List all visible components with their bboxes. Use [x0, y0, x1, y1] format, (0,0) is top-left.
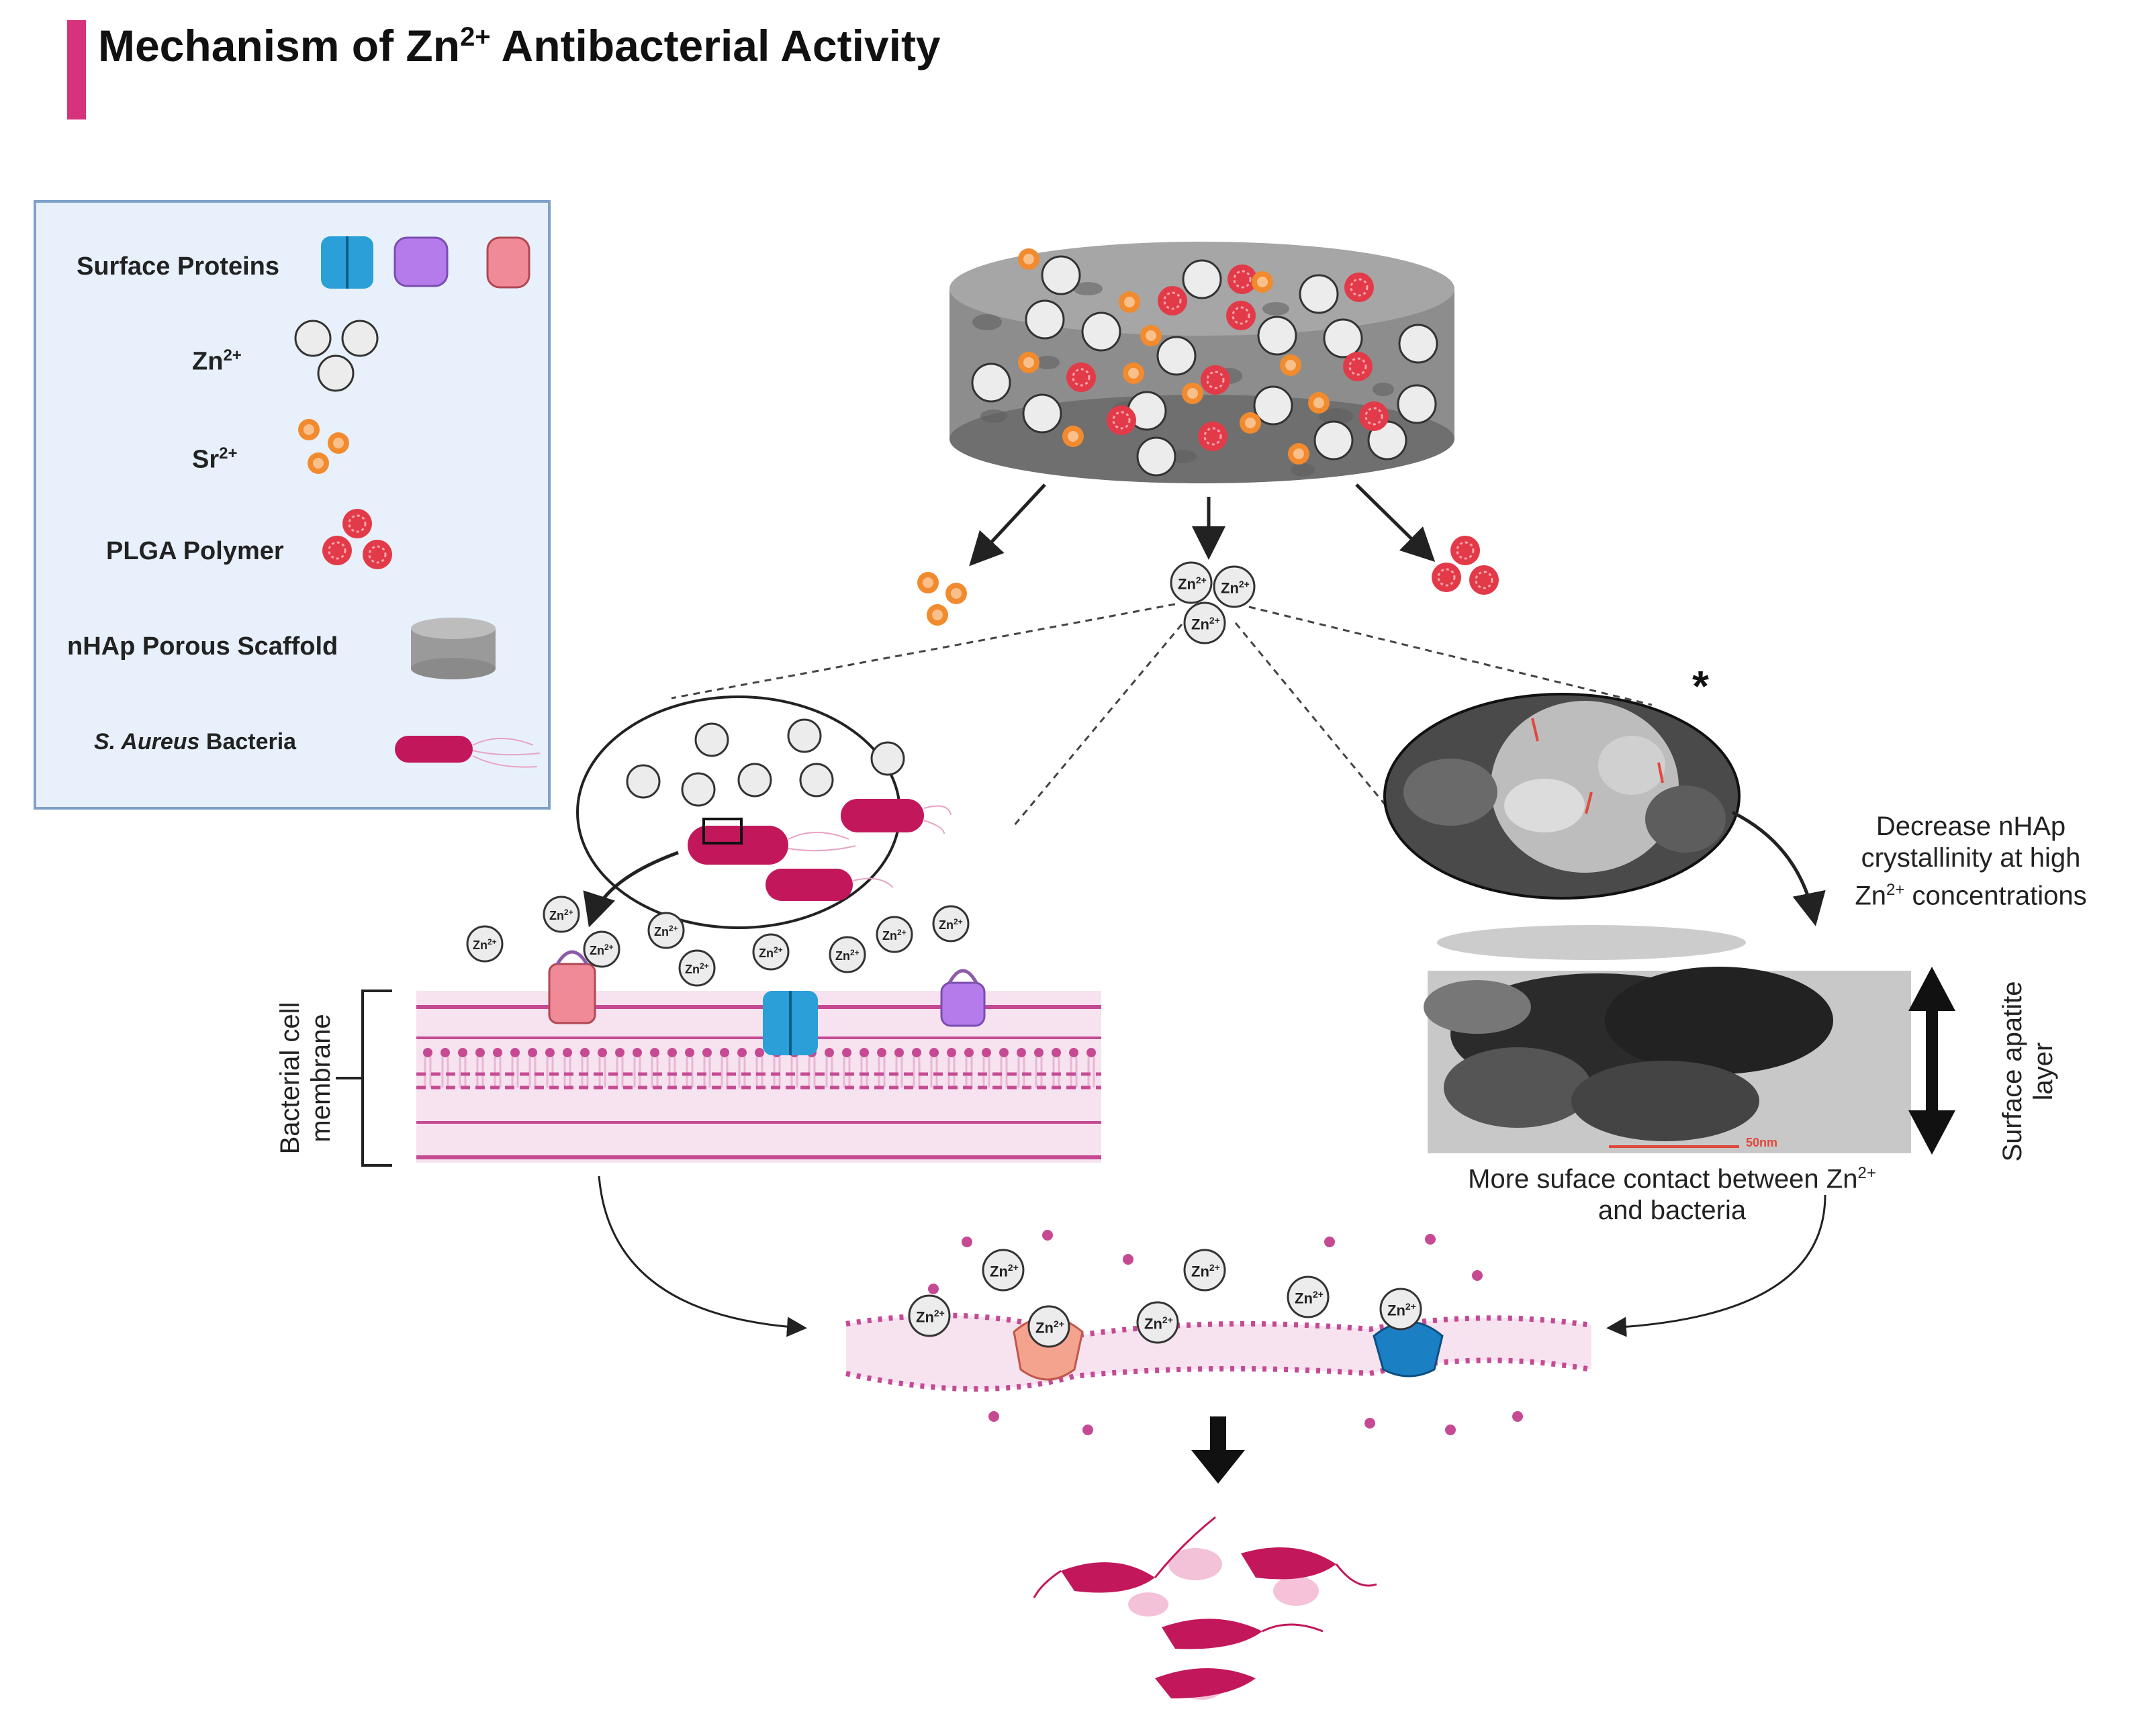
tem-shadow — [1437, 925, 1746, 960]
bacterial-membrane — [416, 991, 1101, 1163]
membrane-label: Bacterial cell membrane — [275, 977, 336, 1179]
legend-icons — [294, 236, 541, 768]
apatite-label-line-2: layer — [2029, 1042, 2058, 1101]
legend-zn-text: Zn — [192, 347, 224, 376]
dashed-guides — [671, 603, 1653, 826]
released-plga — [1430, 534, 1500, 596]
legend-bacterium-icon — [395, 736, 541, 768]
crystallinity-line-2: crystallinity at high — [1861, 843, 2081, 873]
crystallinity-line-3: Zn2+ concentrations — [1813, 874, 2129, 912]
released-zn-ions — [1170, 561, 1256, 644]
membrane-zn-ions — [466, 896, 970, 987]
dead-bacteria — [1033, 1516, 1377, 1700]
arrow-sem-to-tem — [1731, 810, 1826, 926]
down-arrow — [1191, 1416, 1245, 1484]
legend-label-surface-proteins: Surface Proteins — [77, 252, 279, 281]
arrow-ellipse-to-membrane — [583, 851, 679, 928]
crystallinity-tail: concentrations — [1904, 881, 2087, 911]
title-superscript: 2+ — [460, 22, 491, 52]
legend-label-nhap: nHAp Porous Scaffold — [67, 632, 338, 661]
released-sr-ions — [917, 572, 967, 626]
legend-zn-icon — [294, 320, 379, 392]
crystallinity-line-1: Decrease nHAp — [1875, 812, 2066, 841]
legend-label-zn: Zn2+ — [192, 346, 242, 377]
diagram-title: Mechanism of Zn2+ Antibacterial Activity — [98, 20, 941, 71]
legend-bacteria-word: Bacteria — [199, 729, 297, 755]
membrane-label-line-1: Bacterial cell — [275, 1002, 305, 1155]
bottom-zn-ions — [908, 1249, 1422, 1348]
title-accent-bar — [67, 20, 86, 119]
contact-caption: More suface contact between Zn2+ and bac… — [1417, 1157, 1927, 1226]
bacteria-zoom-ellipse — [576, 695, 952, 929]
legend-label-plga: PLGA Polymer — [106, 537, 284, 565]
apatite-label: Surface apatite layer — [1997, 951, 2059, 1192]
apatite-double-arrow — [1908, 967, 1955, 1155]
legend-label-sr: Sr2+ — [192, 444, 238, 475]
legend-plga-icon — [321, 508, 393, 571]
arrow-right-to-bottom — [1606, 1194, 1826, 1337]
legend-pink-protein-icon — [486, 236, 530, 289]
legend-box: Surface Proteins Zn2+ Sr2+ PLGA Polymer … — [34, 200, 551, 810]
contact-line-2: and bacteria — [1597, 1196, 1747, 1226]
contact-text: More suface contact between Zn — [1468, 1164, 1858, 1194]
legend-sr-sup: 2+ — [219, 444, 238, 463]
title-tail-text: Antibacterial Activity — [490, 21, 941, 70]
zoom-box — [702, 818, 743, 845]
legend-sr-icon — [298, 419, 349, 474]
release-arrows — [969, 483, 1436, 567]
membrane-bracket — [336, 990, 392, 1167]
apatite-label-line-1: Surface apatite — [1998, 981, 2027, 1162]
legend-bacteria-species: S. Aureus — [94, 729, 200, 755]
tem-image — [1424, 967, 1911, 1153]
contact-sup: 2+ — [1857, 1164, 1876, 1182]
legend-scaffold-icon — [411, 618, 496, 679]
legend-sr-text: Sr — [192, 445, 220, 474]
legend-purple-protein-icon — [393, 236, 449, 287]
scaffold-zn-ions — [971, 255, 1438, 477]
crystallinity-zn: Zn — [1855, 881, 1887, 911]
crystallinity-sup: 2+ — [1886, 881, 1905, 899]
membrane-label-line-2: membrane — [306, 1014, 336, 1143]
legend-label-bacteria: S. Aureus Bacteria — [94, 729, 296, 755]
scale-bar-label: 50nm — [1746, 1136, 1778, 1149]
crystallinity-caption: Decrease nHAp crystallinity at high Zn2+… — [1813, 811, 2129, 912]
title-main-text: Mechanism of Zn — [98, 21, 461, 70]
membrane-proteins — [548, 950, 986, 1055]
contact-line-1: More suface contact between Zn2+ — [1417, 1157, 1927, 1195]
arrow-left-to-bottom — [598, 1175, 807, 1337]
asterisk-mark: * — [1692, 662, 1709, 710]
sem-image-ellipse — [1383, 693, 1741, 900]
legend-zn-sup: 2+ — [223, 346, 242, 365]
